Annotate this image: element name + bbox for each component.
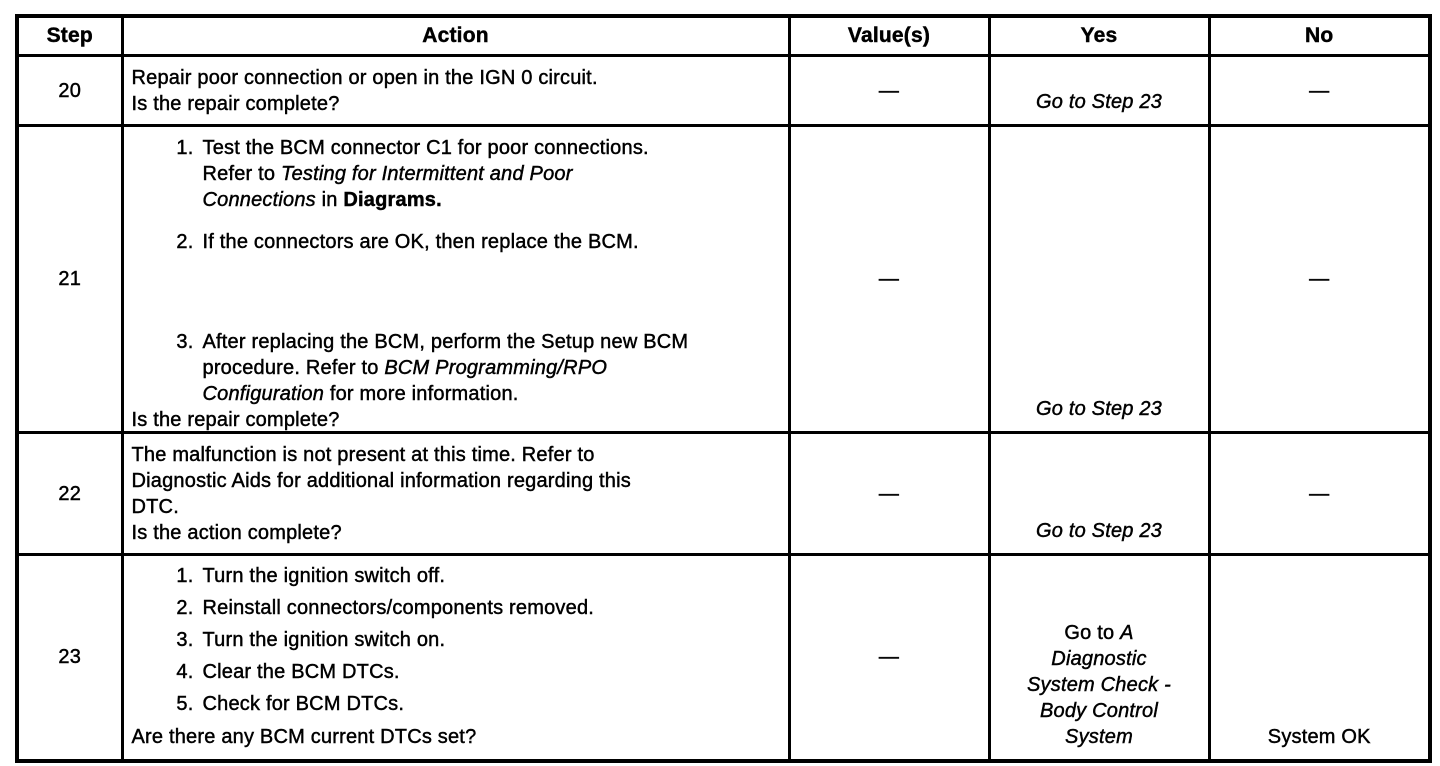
italic-reference: A Diagnostic System Check - Body Control…	[1027, 621, 1171, 748]
dash-placeholder: —	[1309, 268, 1330, 290]
list-item-number: 5.	[176, 693, 194, 716]
action-list-item: 1. Turn the ignition switch off.	[168, 563, 778, 589]
step-number-cell: 23	[15, 553, 124, 762]
action-list-item: 5. Check for BCM DTCs.	[168, 691, 778, 717]
action-intro: The malfunction is not present at this t…	[131, 443, 631, 518]
action-list-item: 2. If the connectors are OK, then replac…	[168, 229, 778, 255]
column-header-no: No	[1207, 14, 1432, 57]
list-item-text: After replacing the BCM, perform the Set…	[202, 330, 689, 405]
action-question: Are there any BCM current DTCs set?	[131, 726, 477, 749]
values-cell: —	[787, 553, 991, 762]
step-number-cell: 20	[15, 54, 124, 127]
no-cell: System OK	[1207, 553, 1432, 762]
step-number: 20	[58, 79, 82, 102]
dash-placeholder: —	[878, 268, 900, 290]
step-number-cell: 22	[15, 431, 124, 556]
column-header-step: Step	[15, 14, 124, 57]
values-cell: —	[787, 54, 991, 127]
dash-placeholder: —	[1309, 79, 1330, 102]
column-header-action: Action	[120, 14, 791, 57]
action-question: Is the action complete?	[131, 521, 342, 544]
dash-placeholder: —	[878, 482, 900, 505]
list-item-number: 1.	[176, 136, 194, 159]
list-item-text: Test the BCM connector C1 for poor conne…	[202, 136, 649, 211]
system-ok-text: System OK	[1267, 725, 1371, 748]
action-list-item: 3. Turn the ignition switch on.	[168, 627, 778, 653]
goto-reference: Go to Step 23	[1035, 91, 1163, 113]
action-list-item: 4. Clear the BCM DTCs.	[168, 659, 778, 685]
action-intro: Repair poor connection or open in the IG…	[131, 66, 598, 89]
action-cell: 1. Turn the ignition switch off. 2. Rein…	[120, 553, 791, 762]
list-item-number: 2.	[176, 597, 194, 620]
list-item-text: Reinstall connectors/components removed.	[202, 597, 595, 620]
list-item-text: Turn the ignition switch off.	[202, 565, 446, 588]
goto-reference: Go to Step 23	[1035, 520, 1163, 542]
yes-cell: Go to Step 23	[987, 54, 1211, 127]
values-cell: —	[787, 124, 991, 434]
step-23-row: 23 1. Turn the ignition switch off. 2. R…	[15, 553, 1432, 762]
goto-reference: Go to Step 23	[1035, 398, 1163, 420]
action-cell: 1. Test the BCM connector C1 for poor co…	[120, 124, 791, 434]
action-cell: The malfunction is not present at this t…	[120, 431, 791, 556]
step-22-row: 22 The malfunction is not present at thi…	[15, 431, 1432, 556]
yes-cell: Go to Step 23	[987, 431, 1211, 556]
action-list-item: 3. After replacing the BCM, perform the …	[168, 329, 778, 407]
list-item-number: 3.	[176, 330, 194, 353]
list-item-number: 1.	[176, 565, 194, 588]
column-header-values: Value(s)	[787, 14, 991, 57]
yes-cell: Go to Step 23	[987, 124, 1211, 434]
no-cell: —	[1207, 431, 1432, 556]
table-header-row: Step Action Value(s) Yes No	[15, 14, 1432, 57]
step-number-cell: 21	[15, 124, 124, 434]
bold-reference: Diagrams.	[343, 188, 442, 211]
italic-reference: Testing for Intermittent and Poor Connec…	[202, 162, 573, 211]
action-list-item: 1. Test the BCM connector C1 for poor co…	[168, 135, 778, 213]
action-cell: Repair poor connection or open in the IG…	[120, 54, 791, 127]
list-item-text: Clear the BCM DTCs.	[202, 661, 400, 684]
step-21-row: 21 1. Test the BCM connector C1 for poor…	[15, 124, 1432, 434]
action-question: Is the repair complete?	[131, 408, 340, 431]
dash-placeholder: —	[878, 646, 900, 669]
dash-placeholder: —	[1309, 482, 1330, 505]
list-item-text: Check for BCM DTCs.	[202, 693, 405, 716]
list-item-number: 3.	[176, 629, 194, 652]
no-cell: —	[1207, 124, 1432, 434]
no-cell: —	[1207, 54, 1432, 127]
list-item-number: 4.	[176, 661, 194, 684]
step-20-row: 20 Repair poor connection or open in the…	[15, 54, 1432, 127]
goto-reference: Go to A Diagnostic System Check - Body C…	[1027, 621, 1171, 748]
step-number: 21	[58, 268, 82, 290]
action-list-item: 2. Reinstall connectors/components remov…	[168, 595, 778, 621]
diagnostic-step-table: Step Action Value(s) Yes No 20 Repair po…	[15, 14, 1432, 763]
values-cell: —	[787, 431, 991, 556]
list-item-text: If the connectors are OK, then replace t…	[202, 230, 639, 253]
list-item-number: 2.	[176, 230, 194, 253]
scanned-manual-page: Step Action Value(s) Yes No 20 Repair po…	[15, 14, 1432, 763]
list-item-text: Turn the ignition switch on.	[202, 629, 446, 652]
step-number: 23	[58, 646, 82, 669]
step-number: 22	[58, 482, 82, 505]
column-header-yes: Yes	[987, 14, 1211, 57]
italic-reference: BCM Programming/RPO Configuration	[202, 356, 608, 405]
dash-placeholder: —	[878, 79, 900, 102]
yes-cell: Go to A Diagnostic System Check - Body C…	[987, 553, 1211, 762]
action-question: Is the repair complete?	[131, 92, 340, 115]
